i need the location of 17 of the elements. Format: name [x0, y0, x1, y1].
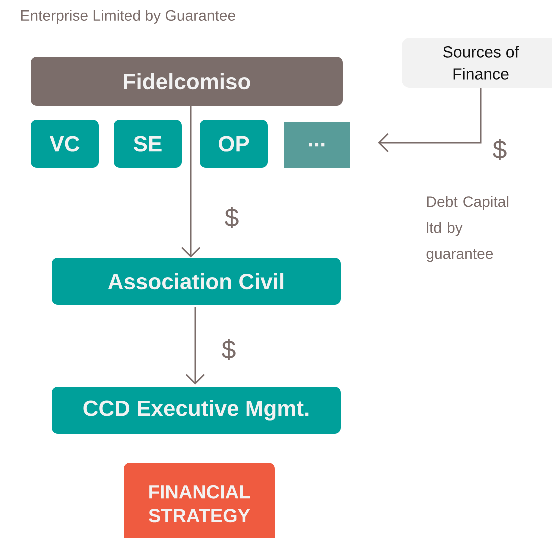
edge-label: $ — [222, 339, 236, 361]
arrow — [186, 307, 206, 385]
tag-box: VC — [31, 120, 99, 168]
edge-label: $ — [493, 139, 507, 161]
process-box: CCD Executive Mgmt. — [52, 387, 341, 434]
process-box: Association Civil — [52, 258, 341, 305]
source-box: Sources of Finance — [402, 38, 552, 88]
arrow — [181, 106, 201, 258]
tag-box: OP — [200, 120, 268, 168]
tag-box: ... — [284, 122, 350, 168]
tag-box: SE — [114, 120, 182, 168]
title: Enterprise Limited by Guarantee — [21, 10, 236, 24]
note: Debt Capital ltd by guarantee — [426, 196, 509, 262]
arrow — [378, 88, 482, 153]
edge-label: $ — [225, 207, 239, 229]
header-box: Fidelcomiso — [31, 57, 343, 106]
strategy-box: FINANCIAL STRATEGY — [124, 463, 275, 538]
